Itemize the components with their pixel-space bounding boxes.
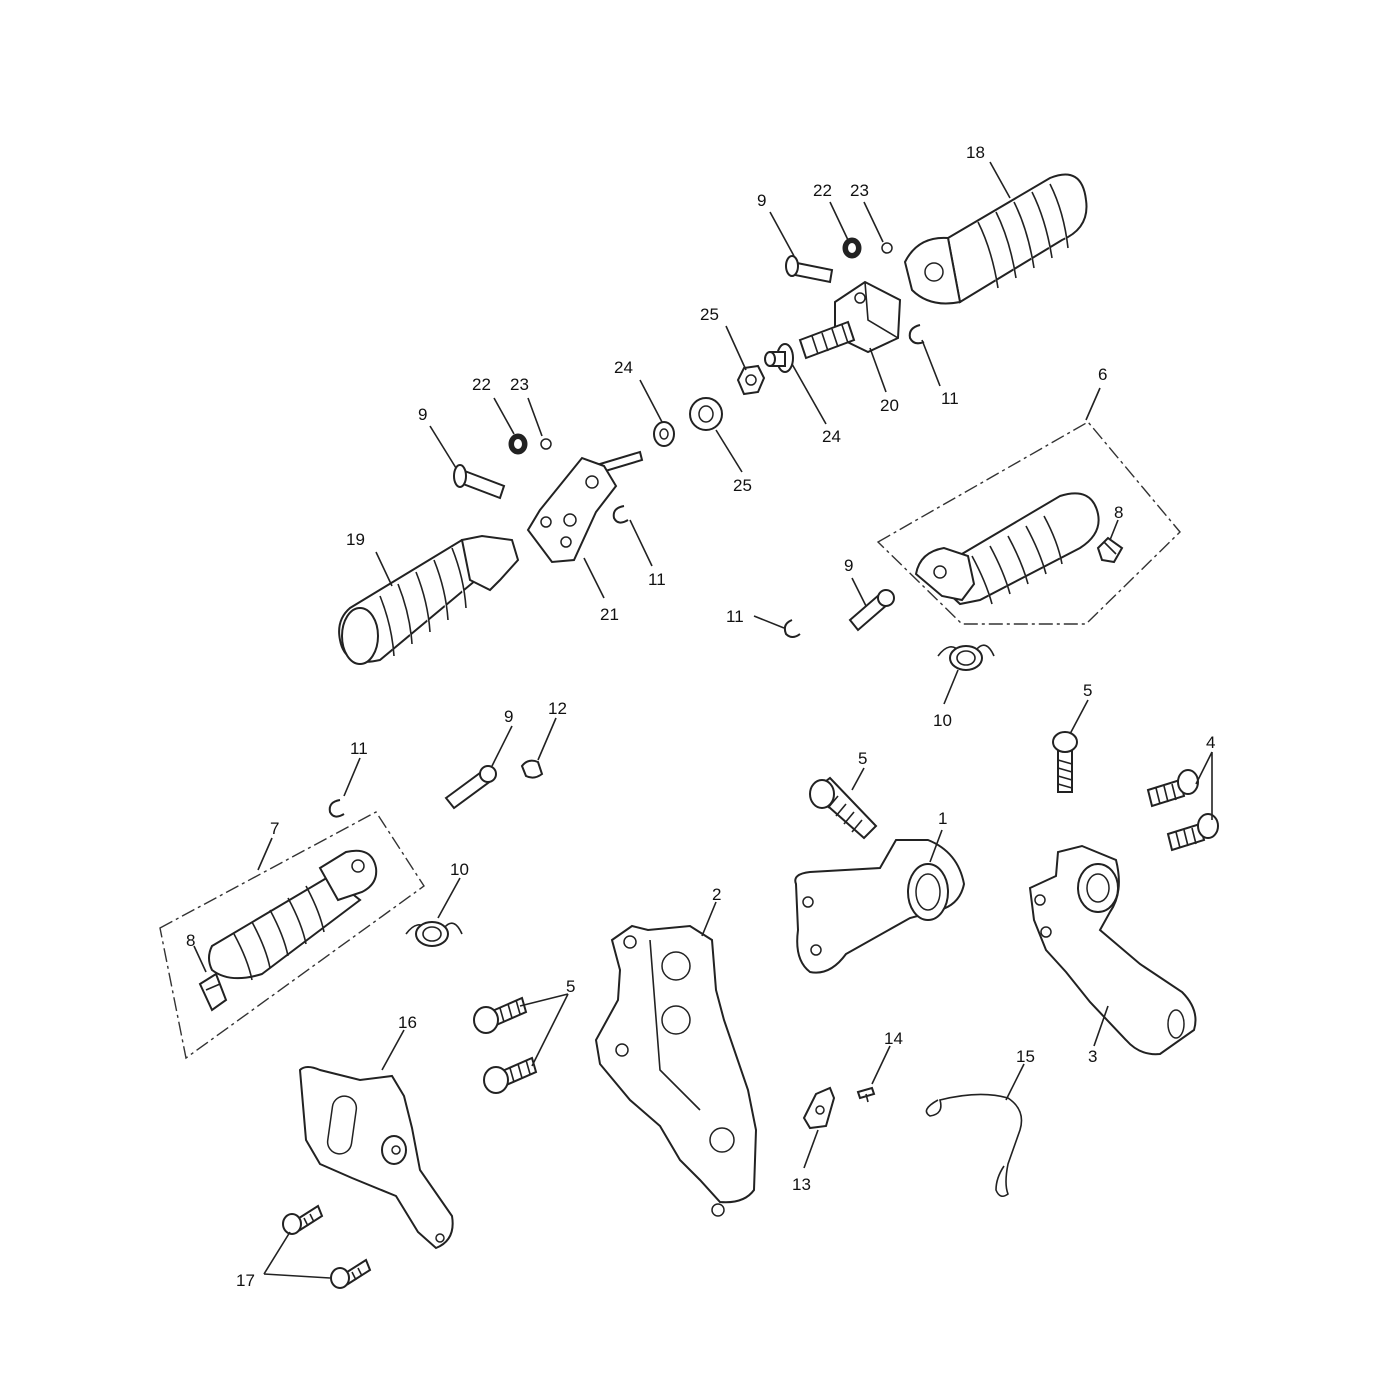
part-7-footrest	[208, 849, 378, 981]
callout-17: 17	[236, 1271, 255, 1290]
part-19-footrest-left	[338, 534, 520, 665]
part-6-footrest	[914, 492, 1100, 606]
part-6-assembly-box	[876, 421, 1181, 625]
callout-16: 16	[398, 1013, 417, 1032]
part-24-washer-right	[764, 343, 794, 373]
part-20-stud-bracket	[798, 280, 902, 360]
part-3-right-bracket	[1028, 844, 1197, 1056]
callout-6: 6	[1098, 365, 1107, 384]
part-22-spring-left	[508, 433, 528, 455]
part-5-bolt-mid-bottom	[483, 1056, 538, 1094]
callout-7: 7	[270, 819, 279, 838]
callout-14: 14	[884, 1029, 903, 1048]
callout-25-upper: 25	[700, 305, 719, 324]
callout-23-left: 23	[510, 375, 529, 394]
callout-13: 13	[792, 1175, 811, 1194]
part-9-pin-upper	[785, 255, 834, 284]
part-5-bolt-upper	[809, 776, 878, 840]
leader-lines	[193, 161, 1213, 1279]
part-24-washer-left	[653, 421, 675, 447]
callout-24-right: 24	[822, 427, 841, 446]
part-11-clip-left-bracket	[612, 505, 629, 524]
callout-22-left: 22	[472, 375, 491, 394]
part-9-pin-right	[848, 589, 895, 632]
part-9-pin-mid-left	[444, 765, 497, 810]
part-4-bolt-top	[1146, 769, 1199, 808]
part-23-ball-upper	[881, 242, 893, 254]
callout-1: 1	[938, 809, 947, 828]
callout-11-left: 11	[350, 739, 368, 758]
part-22-spring-upper	[842, 237, 862, 259]
part-25-nut-left	[689, 397, 723, 431]
part-23-ball-left	[540, 438, 552, 450]
callout-8-left: 8	[186, 931, 195, 950]
part-15-wire-spring	[925, 1093, 1023, 1198]
callout-9-left: 9	[418, 405, 427, 424]
part-5-bolt-mid-top	[473, 996, 528, 1034]
callout-12: 12	[548, 699, 567, 718]
part-17-screw-top	[282, 1204, 324, 1235]
callout-9-upper: 9	[757, 191, 766, 210]
callout-15: 15	[1016, 1047, 1035, 1066]
callout-10-left: 10	[450, 860, 469, 879]
callout-20: 20	[880, 396, 899, 415]
part-11-clip-mid-right	[783, 619, 801, 638]
callout-5-upper: 5	[858, 749, 867, 768]
callout-2: 2	[712, 885, 721, 904]
callout-21: 21	[600, 605, 619, 624]
callout-3: 3	[1088, 1047, 1097, 1066]
part-2-main-plate	[594, 924, 758, 1217]
callout-9-mid: 9	[504, 707, 513, 726]
callout-8-right: 8	[1114, 503, 1123, 522]
part-10-spring-right	[937, 644, 995, 671]
callout-19: 19	[346, 530, 365, 549]
part-1-mount-bracket	[794, 839, 966, 974]
part-16-heel-plate	[298, 1066, 454, 1250]
part-25-nut-right	[736, 364, 766, 396]
callout-numbers: 18 9 22 23 25 20 11 24 24 25 22 23 9 19 …	[186, 143, 1215, 1290]
callout-23-upper: 23	[850, 181, 869, 200]
part-7-assembly-box	[159, 811, 425, 1060]
callout-11-bracket: 11	[648, 570, 666, 589]
part-4-bolt-bottom	[1166, 813, 1219, 852]
part-11-clip-upper-right	[908, 324, 925, 345]
part-12-plug	[520, 759, 544, 779]
part-10-spring-left	[405, 921, 463, 947]
part-14-screw	[856, 1086, 876, 1103]
callout-18: 18	[966, 143, 985, 162]
callout-25-lower: 25	[733, 476, 752, 495]
part-9-pin-left	[453, 464, 506, 500]
part-13-clip	[802, 1086, 836, 1130]
part-18-footrest-upper	[903, 173, 1088, 305]
callout-9-right: 9	[844, 556, 853, 575]
callout-22-upper: 22	[813, 181, 832, 200]
part-5-bolt-right	[1052, 731, 1078, 793]
callout-5-right: 5	[1083, 681, 1092, 700]
callout-4: 4	[1206, 733, 1215, 752]
part-8-plug-right	[1096, 536, 1124, 564]
part-21-left-bracket	[526, 450, 644, 564]
callout-11-upper: 11	[941, 389, 959, 408]
part-17-screw-bottom	[330, 1258, 372, 1289]
part-11-clip-left	[328, 799, 345, 818]
callout-11-mid: 11	[726, 607, 744, 626]
part-8-plug-left	[198, 972, 228, 1012]
callout-10-right: 10	[933, 711, 952, 730]
callout-5-mid: 5	[566, 977, 575, 996]
callout-24-left: 24	[614, 358, 633, 377]
